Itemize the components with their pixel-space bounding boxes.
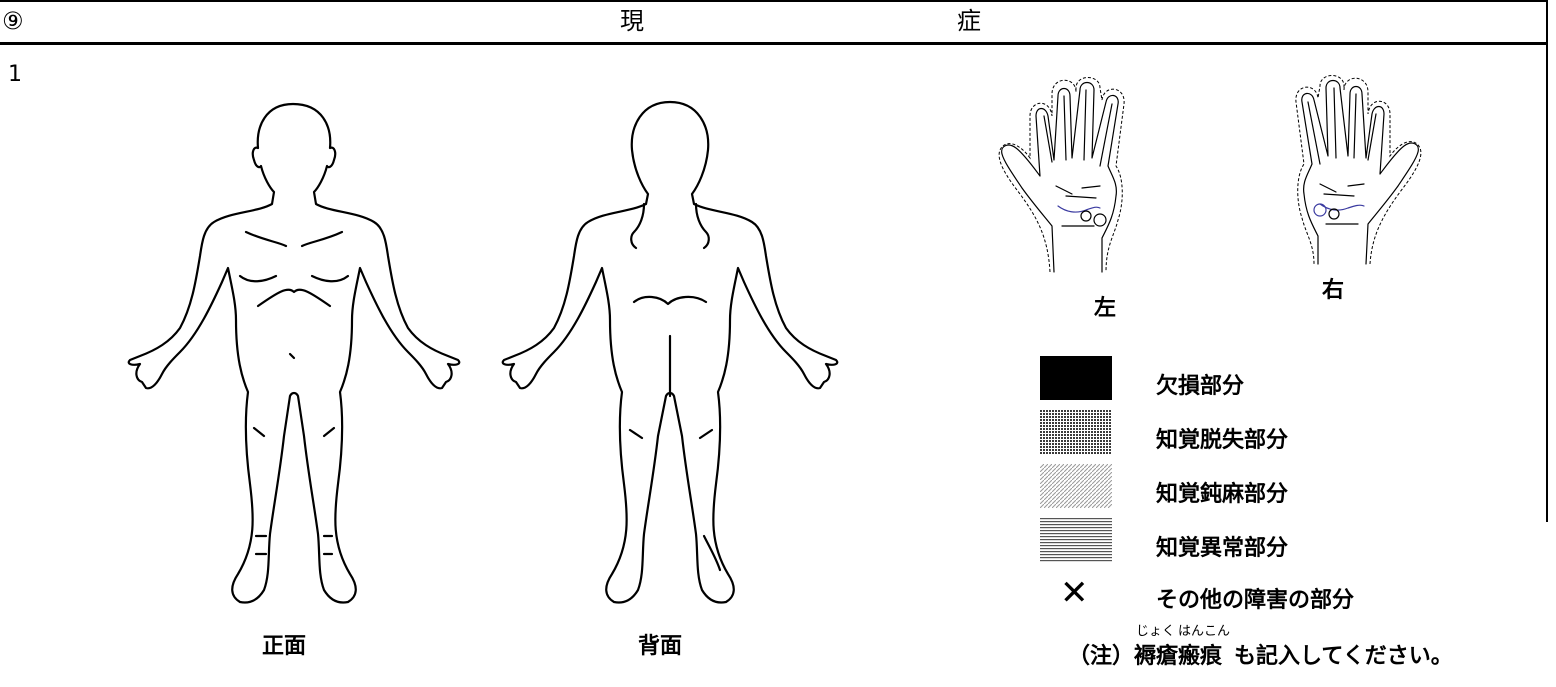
legend-label-hypoesthesia: 知覚鈍麻部分 xyxy=(1156,476,1288,508)
right-hand-figure xyxy=(1256,74,1426,274)
front-label: 正面 xyxy=(262,628,306,660)
ruby-hankon: はんこん xyxy=(1178,620,1230,639)
x-mark-icon: ✕ xyxy=(1060,576,1089,610)
right-border xyxy=(1546,0,1548,522)
left-hand-figure xyxy=(996,76,1166,276)
back-label: 背面 xyxy=(638,628,682,660)
body-front-figure xyxy=(118,96,468,606)
legend-label-sensory-loss: 知覚脱失部分 xyxy=(1156,422,1288,454)
legend-swatch-paresthesia xyxy=(1040,518,1112,562)
left-hand-label: 左 xyxy=(1094,290,1116,322)
header-divider xyxy=(0,42,1548,45)
note-prefix: （注） xyxy=(1068,644,1134,669)
legend-swatch-sensory-loss xyxy=(1040,410,1112,454)
right-hand-label: 右 xyxy=(1322,272,1344,304)
note-word: 褥瘡瘢痕 xyxy=(1134,644,1222,669)
ruby-jyoku: じょく xyxy=(1136,620,1175,639)
note-suffix: も記入してください。 xyxy=(1234,644,1453,669)
body-back-figure xyxy=(494,96,844,606)
item-number: 1 xyxy=(8,62,22,87)
legend-label-missing: 欠損部分 xyxy=(1156,368,1244,400)
legend-swatch-missing xyxy=(1040,356,1112,400)
legend-label-paresthesia: 知覚異常部分 xyxy=(1156,530,1288,562)
top-border xyxy=(0,0,1548,2)
title-char-1: 現 xyxy=(620,6,644,36)
note-line: （注）褥瘡瘢痕も記入してください。 xyxy=(1068,638,1453,670)
legend-swatch-hypoesthesia xyxy=(1040,464,1112,508)
legend-label-other: その他の障害の部分 xyxy=(1156,582,1354,614)
title-char-2: 症 xyxy=(957,6,981,36)
section-number: ⑨ xyxy=(2,6,24,36)
